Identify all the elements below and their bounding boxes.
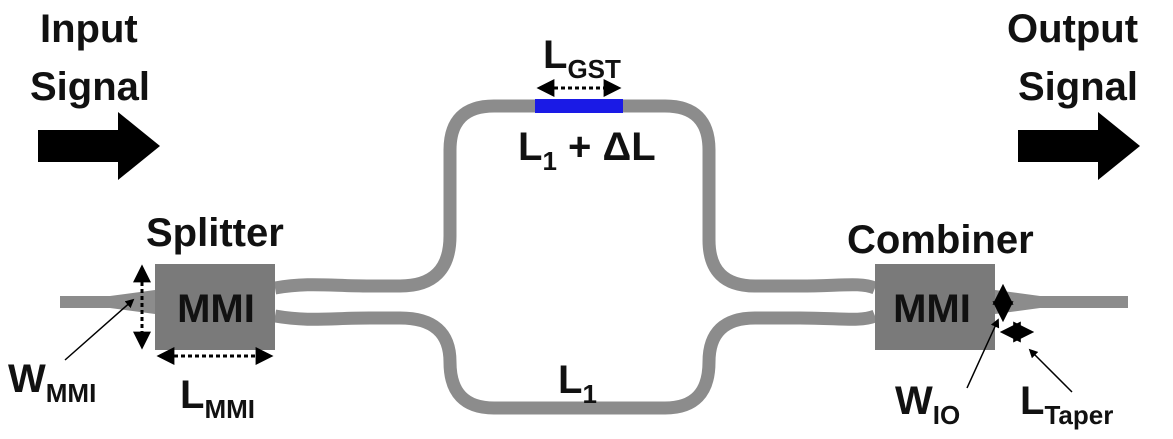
combiner-mmi-text: MMI: [893, 287, 971, 331]
input-label: Input: [40, 7, 138, 51]
input-signal-arrow-icon: [38, 112, 160, 180]
w-mmi-label: WMMI: [8, 357, 96, 408]
gst-section: [535, 99, 623, 113]
lower-arm-waveguide: [273, 309, 878, 415]
lower-arm-length-label: L1: [558, 358, 597, 409]
splitter-mmi-block: [155, 264, 275, 350]
waveguide-arms: [273, 99, 878, 415]
splitter-label: Splitter: [146, 211, 284, 255]
w-io-label: WIO: [895, 379, 960, 430]
w-mmi-leader-line: [64, 298, 135, 361]
l-gst-label: LGST: [543, 33, 621, 84]
upper-arm-waveguide: [273, 99, 878, 295]
combiner-mmi-block: [875, 264, 995, 350]
output-waveguide: [995, 290, 1128, 314]
l-taper-label: LTaper: [1020, 379, 1113, 430]
l-taper-leader-line: [1028, 348, 1073, 393]
splitter-mmi-text: MMI: [177, 287, 255, 331]
w-io-leader-line: [966, 318, 1000, 389]
l-mmi-label: LMMI: [180, 373, 255, 424]
output-label: Output: [1007, 7, 1138, 51]
combiner-label: Combiner: [847, 218, 1034, 262]
upper-arm-length-label: L1 + ΔL: [518, 125, 656, 176]
output-signal-label: Signal: [1018, 65, 1138, 109]
input-signal-label: Signal: [30, 65, 150, 109]
output-signal-arrow-icon: [1018, 112, 1140, 180]
